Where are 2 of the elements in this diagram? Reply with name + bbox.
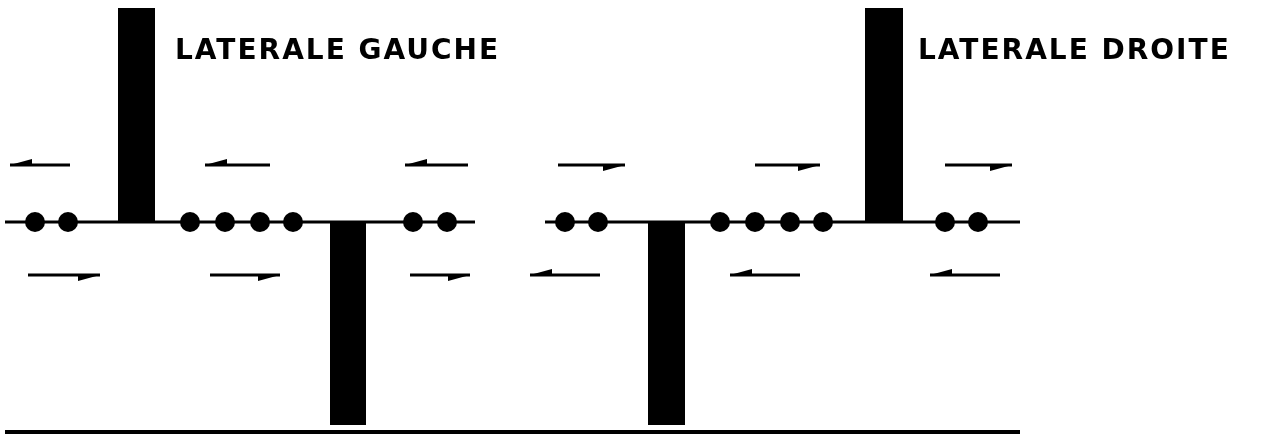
side-label: LATERALE DROITE — [918, 36, 1231, 64]
side-label: LATERALE GAUCHE — [175, 36, 501, 64]
